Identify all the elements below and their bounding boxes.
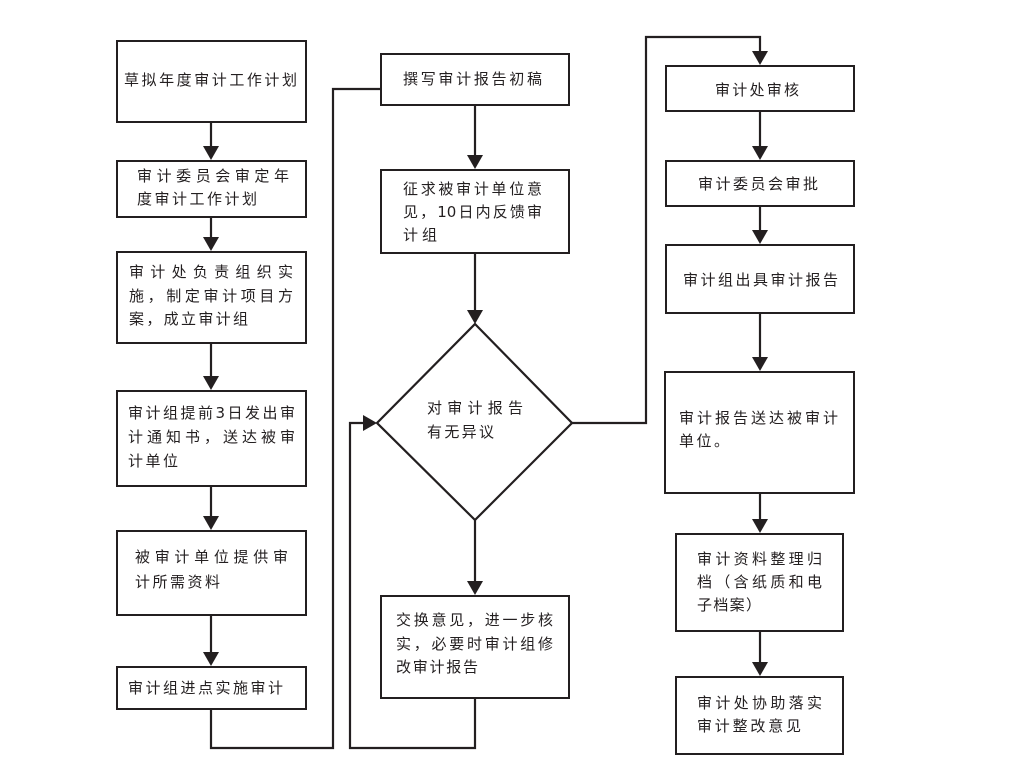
- step-provide-materials: 被审计单位提供审 计所需资料: [116, 530, 307, 616]
- step-text-line: 被审计单位提供审: [135, 548, 288, 566]
- arrowhead-down: [467, 310, 483, 324]
- step-onsite-audit: 审计组进点实施审计: [116, 666, 307, 710]
- arrowhead-down: [752, 357, 768, 371]
- decision-text-line: 有无异议: [427, 423, 494, 441]
- arrowhead-right: [363, 415, 377, 431]
- step-text-line: 改审计报告: [396, 658, 478, 676]
- arrowhead-down: [752, 519, 768, 533]
- step-archive-materials: 审计资料整理归 档（含纸质和电 子档案）: [675, 533, 844, 632]
- arrowhead-down: [203, 516, 219, 530]
- step-text-line: 审计组提前3日发出审: [128, 404, 295, 422]
- step-text-line: 单位。: [679, 432, 729, 450]
- step-text-line: 交换意见，进一步核: [396, 611, 553, 629]
- decision-text-line: 对审计报告: [427, 399, 523, 417]
- arrowhead-down: [752, 146, 768, 160]
- step-text-line: 审计报告送达被审计: [679, 409, 838, 427]
- step-text-line: 审计组出具审计报告: [683, 271, 838, 289]
- step-organize-audit-team: 审计处负责组织实 施，制定审计项目方 案，成立审计组: [116, 251, 307, 344]
- step-text-line: 度审计工作计划: [137, 190, 257, 208]
- step-issue-audit-report: 审计组出具审计报告: [665, 244, 855, 314]
- step-text-line: 征求被审计单位意: [403, 180, 542, 198]
- step-text-line: 审计处负责组织实: [129, 263, 293, 281]
- step-text-line: 审计整改意见: [697, 717, 801, 735]
- arrowhead-down: [752, 51, 768, 65]
- step-solicit-feedback: 征求被审计单位意 见，10日内反馈审 计组: [380, 169, 570, 254]
- step-exchange-opinions: 交换意见，进一步核 实，必要时审计组修 改审计报告: [380, 595, 570, 699]
- step-text-line: 计所需资料: [135, 573, 220, 591]
- step-text-line: 审计委员会审批: [698, 175, 818, 193]
- arrowhead-down: [752, 662, 768, 676]
- step-draft-report: 撰写审计报告初稿: [380, 53, 570, 106]
- step-text-line: 草拟年度审计工作计划: [124, 71, 297, 89]
- connector-decision-r1: [572, 35, 762, 425]
- arrowhead-down: [203, 376, 219, 390]
- step-assist-rectification: 审计处协助落实 审计整改意见: [675, 676, 844, 755]
- connector-l6-m1: [209, 87, 380, 750]
- step-deliver-report: 审计报告送达被审计 单位。: [664, 371, 855, 494]
- step-text-line: 审计资料整理归: [697, 550, 822, 568]
- step-text-line: 档（含纸质和电: [697, 573, 822, 591]
- step-audit-office-review: 审计处审核: [665, 65, 855, 112]
- arrowhead-down: [467, 155, 483, 169]
- step-text-line: 审计委员会审定年: [137, 167, 289, 185]
- arrowhead-down: [467, 581, 483, 595]
- step-text-line: 施，制定审计项目方: [129, 286, 293, 305]
- arrowhead-down: [203, 237, 219, 251]
- step-text-line: 案，成立审计组: [129, 310, 248, 328]
- step-send-audit-notice: 审计组提前3日发出审 计通知书，送达被审 计单位: [116, 390, 307, 487]
- connector-m3-decision-loop: [348, 421, 477, 750]
- arrowhead-down: [203, 146, 219, 160]
- step-text-line: 实，必要时审计组修: [396, 634, 553, 653]
- step-text-line: 计组: [403, 226, 437, 244]
- decision-text: 对审计报告 有无异议: [427, 396, 523, 444]
- decision-node: [375, 322, 574, 522]
- step-committee-review-plan: 审计委员会审定年 度审计工作计划: [116, 160, 307, 218]
- step-draft-annual-plan: 草拟年度审计工作计划: [116, 40, 307, 123]
- step-text-line: 见，10日内反馈审: [403, 203, 542, 221]
- arrowhead-down: [203, 652, 219, 666]
- step-text-line: 计单位: [128, 452, 178, 470]
- step-text-line: 审计组进点实施审计: [128, 679, 283, 697]
- step-text-line: 审计处协助落实: [697, 694, 822, 712]
- step-committee-approval: 审计委员会审批: [665, 160, 855, 207]
- step-text-line: 子档案）: [697, 596, 761, 614]
- step-text-line: 计通知书，送达被审: [128, 428, 295, 446]
- step-text-line: 审计处审核: [715, 81, 799, 99]
- arrowhead-down: [752, 230, 768, 244]
- step-text-line: 撰写审计报告初稿: [403, 70, 542, 88]
